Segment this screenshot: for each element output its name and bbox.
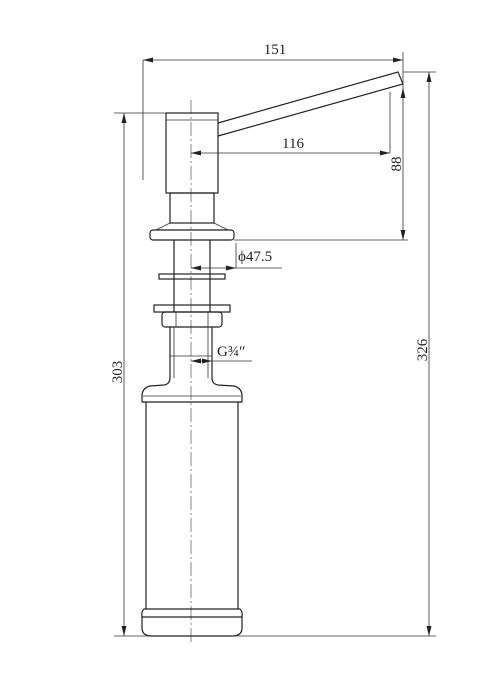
bottle [141, 377, 243, 637]
flange [149, 229, 235, 241]
dimension-thread [191, 338, 252, 364]
neck [155, 192, 229, 231]
label-spout-height: 88 [389, 157, 405, 172]
label-body-height: 303 [110, 361, 126, 384]
dimension-flange-diameter [191, 243, 282, 271]
label-flange-diameter: ϕ47.5 [238, 249, 272, 265]
shank [173, 240, 211, 312]
dimension-total-width [142, 52, 404, 180]
label-thread: G¾″ [217, 344, 245, 360]
dimension-spout-reach [191, 92, 391, 156]
dimension-spout-height [234, 88, 408, 241]
label-spout-reach: 116 [282, 136, 304, 152]
washer [158, 273, 226, 280]
dimension-body-height [114, 112, 166, 637]
spout [217, 71, 404, 137]
dimension-total-height [232, 71, 436, 637]
lock-nut [153, 304, 231, 328]
label-total-height: 326 [415, 338, 431, 361]
label-total-width: 151 [264, 42, 287, 58]
